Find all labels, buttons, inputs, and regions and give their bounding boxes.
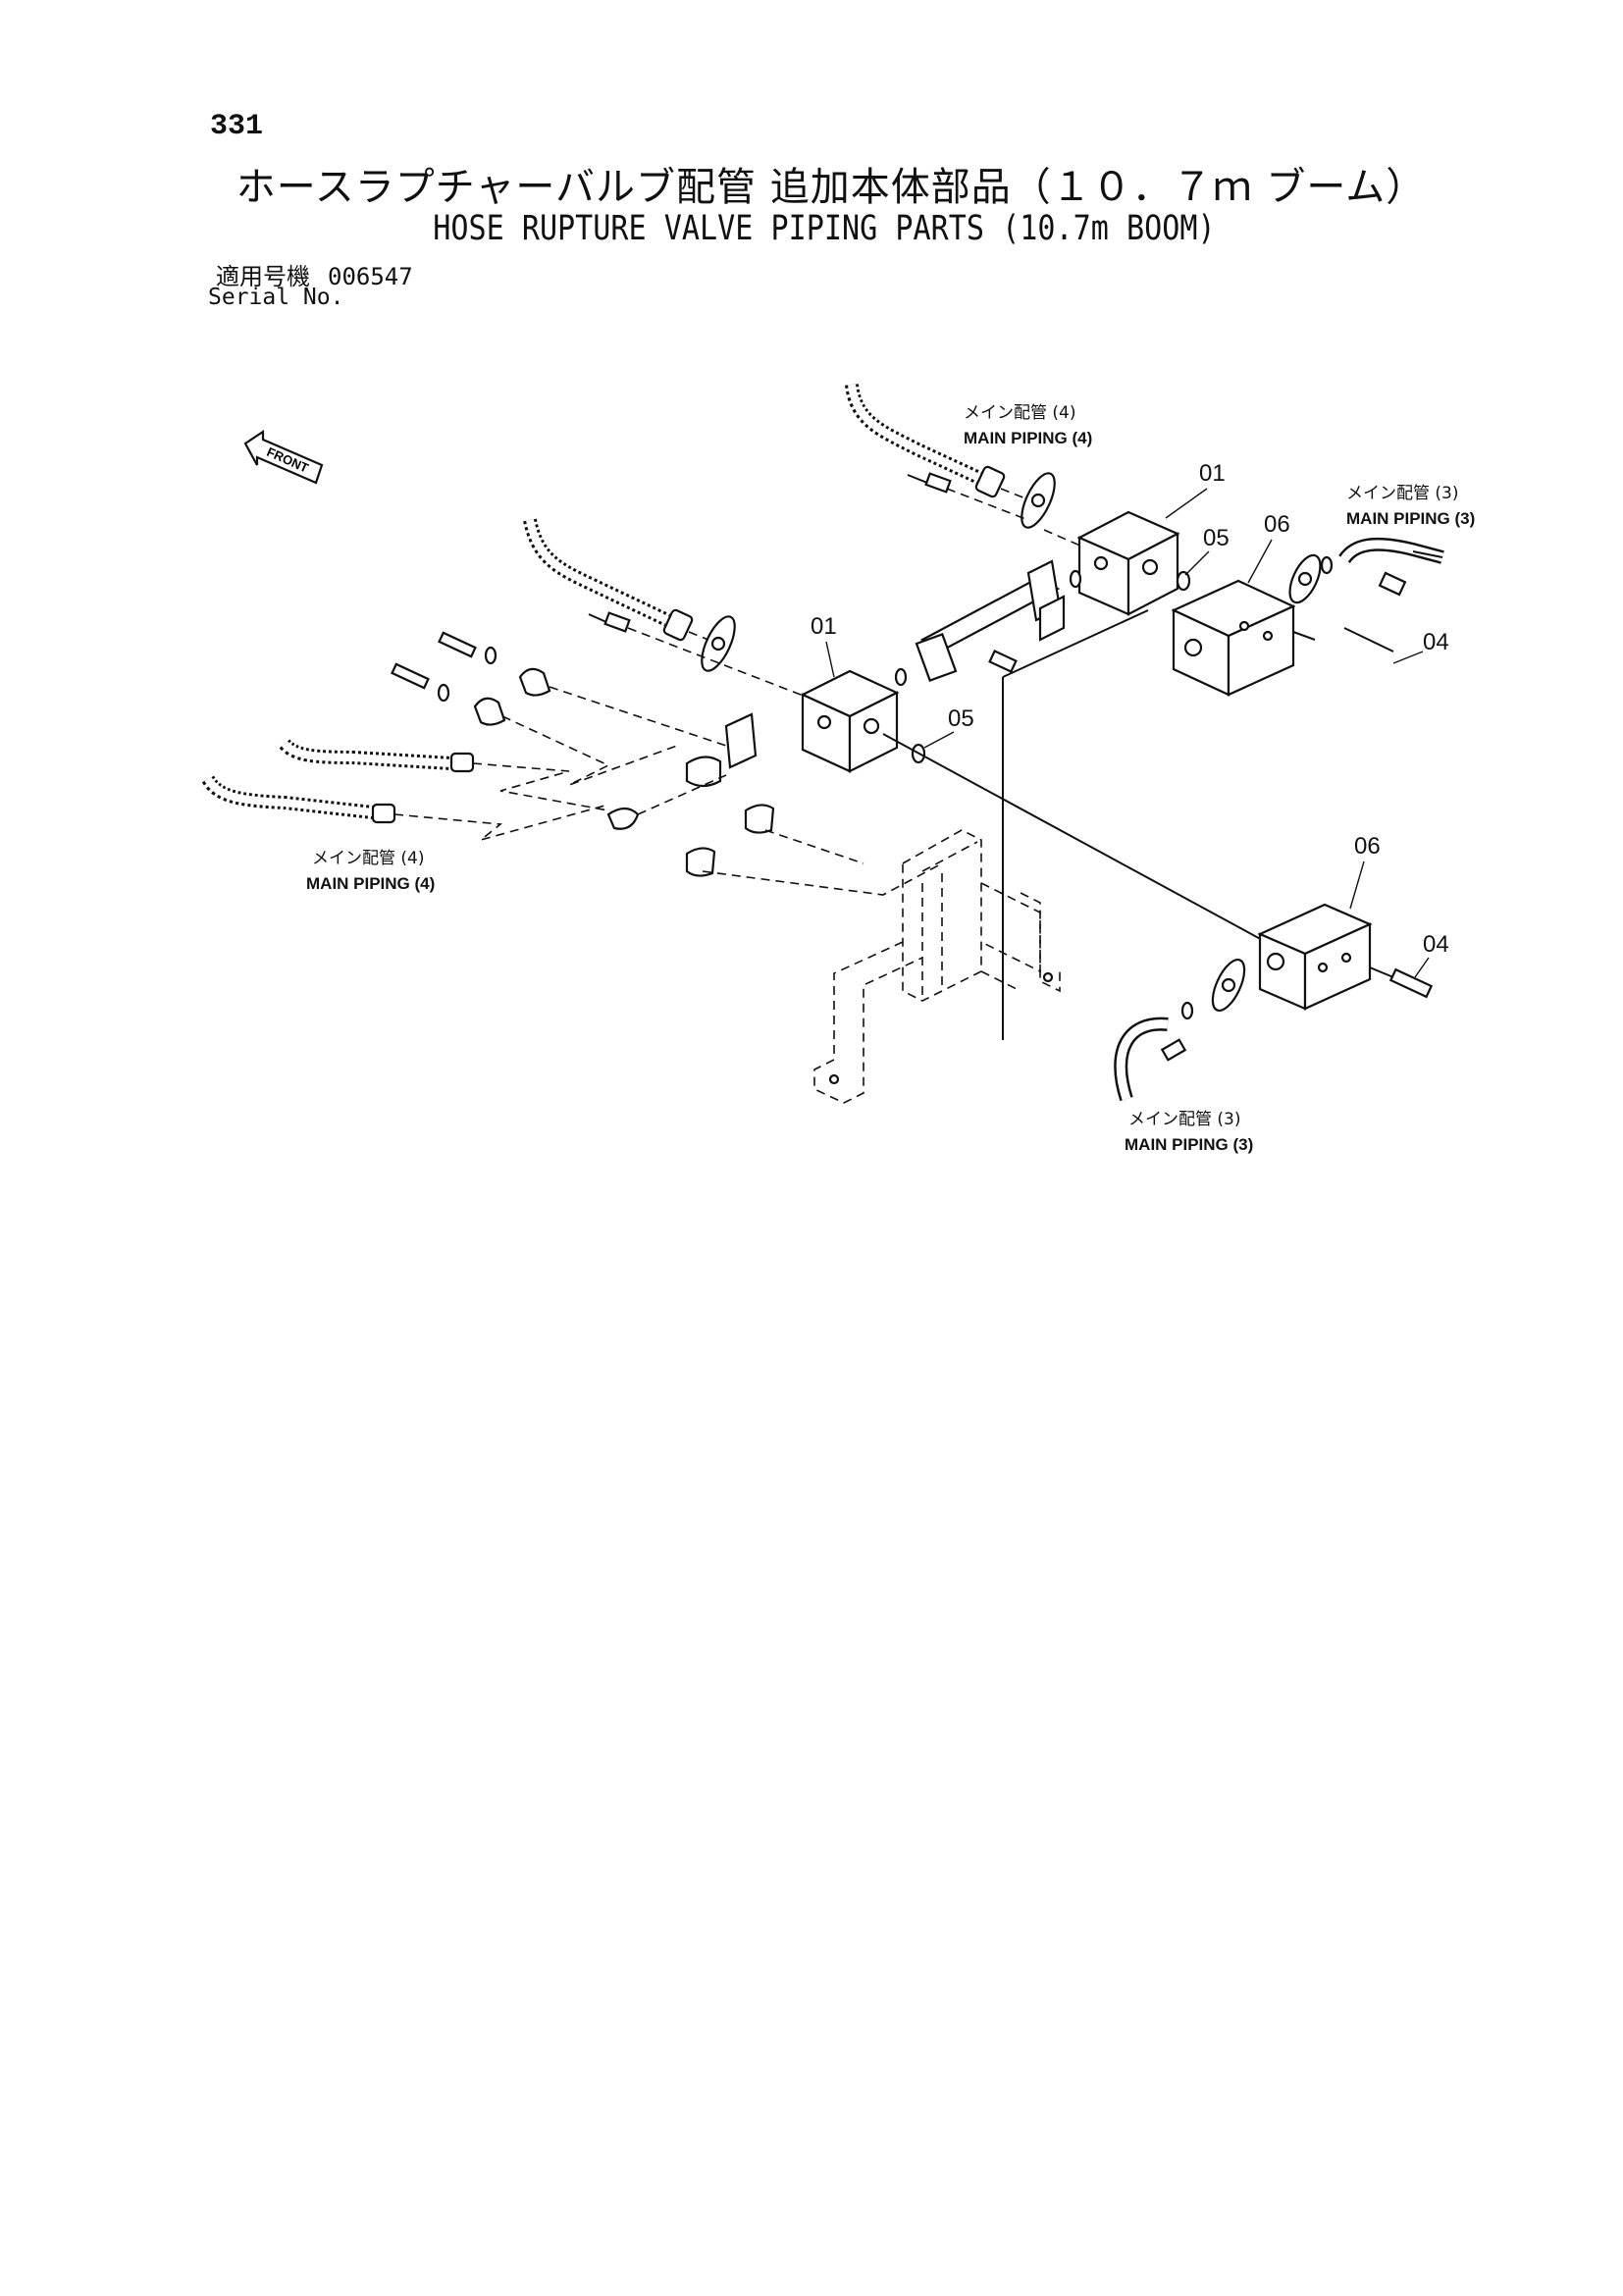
callout-main-piping-3-top-en: MAIN PIPING (3) [1346, 509, 1475, 528]
part-number-01-lower: 01 [811, 613, 837, 640]
callout-main-piping-3-bottom-en: MAIN PIPING (3) [1125, 1135, 1253, 1154]
callout-main-piping-4-top-jp: メイン配管 (4) [964, 403, 1075, 423]
mounting-bracket [813, 829, 1061, 1104]
page-title-japanese: ホースラプチャーバルブ配管 追加本体部品（１０．７ｍ ブーム） [236, 165, 1427, 210]
hose-main-piping-4-top [845, 383, 1090, 550]
valve-block-01-upper [1076, 510, 1180, 616]
part-number-01-upper: 01 [1199, 460, 1226, 487]
callout-main-piping-3-top-jp: メイン配管 (3) [1346, 484, 1458, 503]
valve-body-06-lower [1257, 903, 1434, 1011]
part-number-04-upper: 04 [1423, 629, 1449, 655]
callout-main-piping-4-left-jp: メイン配管 (4) [312, 849, 424, 868]
part-number-06-lower: 06 [1354, 833, 1381, 860]
part-number-06-upper: 06 [1264, 511, 1290, 538]
front-arrow-icon: FRONT [243, 429, 324, 485]
o-ring-05-upper-b [1176, 570, 1191, 592]
callout-main-piping-3-bottom-jp: メイン配管 (3) [1128, 1110, 1240, 1129]
callout-main-piping-4-top-en: MAIN PIPING (4) [964, 429, 1092, 447]
o-ring-05-upper-a [1069, 569, 1082, 589]
page-title-english: HOSE RUPTURE VALVE PIPING PARTS (10.7m B… [433, 209, 1216, 248]
lower-connection-line [882, 733, 1267, 943]
page-number: 331 [210, 110, 264, 143]
part-number-04-lower: 04 [1423, 931, 1449, 958]
valve-body-06-upper [1171, 553, 1407, 697]
pipe-main-piping-3-bottom [1114, 959, 1246, 1102]
hose-middle [523, 518, 802, 696]
serial-label-english: Serial No. [208, 285, 344, 310]
clamp-assembly [391, 631, 943, 896]
serial-label-jp-text: 適用号機 [216, 263, 310, 290]
connector-pipe-upper [915, 559, 1149, 1040]
hose-main-piping-4-left [201, 739, 609, 841]
part-number-05-lower: 05 [948, 705, 974, 732]
o-ring-near-lower-01 [894, 667, 908, 687]
serial-number-value: 006547 [328, 263, 413, 290]
pipe-main-piping-3-top [1338, 537, 1444, 564]
valve-block-01-lower [800, 669, 900, 773]
part-number-05-upper: 05 [1203, 525, 1230, 551]
serial-label-japanese: 適用号機 006547 [216, 257, 413, 291]
callout-main-piping-4-left-en: MAIN PIPING (4) [306, 874, 435, 893]
